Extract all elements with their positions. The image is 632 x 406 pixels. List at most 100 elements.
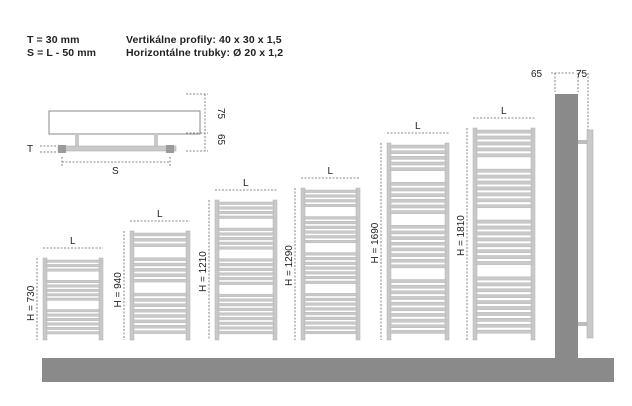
tube [475, 237, 533, 242]
tube [389, 318, 447, 323]
tube [132, 314, 188, 318]
tube [303, 189, 358, 193]
tube [389, 253, 447, 257]
tube [475, 129, 533, 134]
tube [303, 331, 358, 335]
tube [389, 284, 447, 289]
tube [475, 135, 533, 140]
tube [303, 225, 358, 229]
tube [389, 324, 447, 329]
tube [132, 278, 188, 283]
tube [132, 303, 188, 307]
tube [303, 312, 358, 316]
tube [475, 300, 533, 304]
tube [475, 192, 533, 197]
detail-offset-label: 65 [215, 134, 226, 146]
tube [217, 326, 275, 330]
tube [389, 236, 447, 240]
tube [303, 230, 358, 234]
left-rail [386, 142, 392, 341]
tube [389, 313, 447, 317]
tube [132, 308, 188, 313]
tube [303, 271, 358, 275]
tube [303, 321, 358, 325]
tube [132, 243, 188, 247]
tube [303, 293, 358, 297]
tube [389, 301, 447, 306]
tube [45, 264, 101, 268]
tube [217, 241, 275, 245]
detail-depth-label: 75 [215, 108, 226, 120]
tube [389, 161, 447, 166]
tube [217, 263, 275, 267]
detail-s-label: S [112, 166, 119, 177]
height-label: H = 1810 [456, 215, 467, 256]
tube [132, 262, 188, 267]
tube [475, 141, 533, 146]
tube [303, 316, 358, 320]
tube [303, 266, 358, 270]
tube [45, 280, 101, 283]
tube [475, 294, 533, 299]
tube [389, 241, 447, 246]
tube [132, 330, 188, 334]
installation-detail [40, 93, 208, 166]
tube [45, 309, 101, 313]
tube [45, 259, 101, 263]
spec-tubes: Horizontálne trubky: Ø 20 x 1,2 [126, 47, 284, 59]
tube [45, 297, 101, 301]
tube [303, 302, 358, 306]
tube [303, 307, 358, 311]
tube [45, 288, 101, 292]
tube [217, 307, 275, 311]
tube [217, 267, 275, 271]
tube [475, 261, 533, 265]
tube [475, 219, 533, 224]
tube [389, 144, 447, 149]
tube [217, 246, 275, 250]
tube [45, 331, 101, 335]
tube [475, 276, 533, 281]
width-label: L [501, 106, 507, 117]
tube [475, 225, 533, 230]
tube [303, 261, 358, 265]
tube [389, 225, 447, 229]
wall [555, 94, 578, 360]
tube [132, 298, 188, 302]
wall-depth-label: 75 [576, 69, 588, 80]
tube [389, 167, 447, 171]
tube [389, 182, 447, 186]
tube [475, 282, 533, 287]
tube [475, 318, 533, 322]
tube [217, 211, 275, 215]
radiator-3: LH = 1210 [198, 178, 278, 341]
tube [475, 329, 533, 334]
tube [303, 252, 358, 256]
width-label: L [157, 209, 163, 220]
tube [217, 232, 275, 236]
radiator-6: L H = 1810 [456, 106, 536, 341]
tube [217, 201, 275, 205]
tube [303, 204, 358, 208]
tube [217, 331, 275, 335]
tube [303, 216, 358, 220]
tube [132, 268, 188, 272]
tube [389, 187, 447, 192]
height-label: H = 1210 [198, 251, 209, 292]
tube [475, 312, 533, 316]
tube [475, 174, 533, 179]
tube [217, 277, 275, 281]
tube [132, 257, 188, 261]
tube [217, 321, 275, 325]
tube [217, 227, 275, 231]
wall-mounted-radiator-profile [578, 129, 594, 339]
tube [217, 303, 275, 307]
tube [217, 206, 275, 210]
tube [217, 293, 275, 297]
tube [475, 249, 533, 254]
tube [389, 150, 447, 154]
tube [303, 280, 358, 284]
tube [217, 317, 275, 321]
